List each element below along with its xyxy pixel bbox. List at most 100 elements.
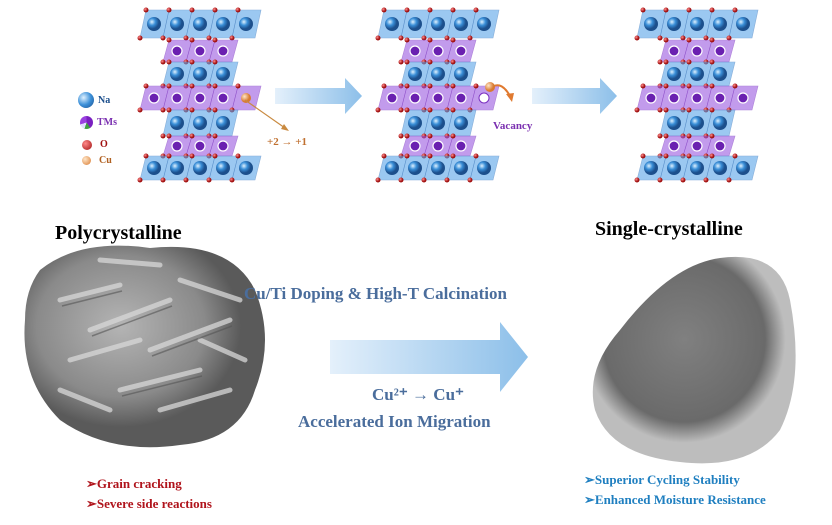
na-atom <box>147 161 161 175</box>
tm-atom <box>148 92 160 104</box>
na-atom <box>644 161 658 175</box>
o-atom <box>657 59 663 65</box>
na-atom <box>408 161 422 175</box>
poly-issue-item: ➢Severe side reactions <box>86 496 212 511</box>
o-atom <box>427 153 433 159</box>
o-atom <box>709 153 715 159</box>
o-atom <box>235 7 241 13</box>
na-atom <box>690 116 704 130</box>
tm-atom <box>668 92 680 104</box>
tm-atom <box>714 92 726 104</box>
legend-o-label: O <box>100 139 108 150</box>
o-atom <box>166 107 172 113</box>
o-atom <box>663 83 669 89</box>
o-atom <box>427 107 433 113</box>
legend-cu: Cu <box>82 155 112 166</box>
tm-atom <box>171 92 183 104</box>
na-atom <box>216 17 230 31</box>
na-atom <box>193 116 207 130</box>
na-atom <box>385 17 399 31</box>
o-atom <box>212 83 218 89</box>
o-atom <box>427 83 433 89</box>
o-atom <box>381 7 387 13</box>
o-atom <box>473 83 479 89</box>
tm-atom <box>432 140 444 152</box>
o-atom <box>657 107 663 113</box>
o-atom <box>404 59 410 65</box>
o-atom <box>634 177 640 183</box>
legend-na: Na <box>78 92 110 108</box>
o-atom <box>421 177 427 183</box>
o-atom <box>663 133 669 139</box>
legend-na-label: Na <box>98 94 111 106</box>
vacancy-site <box>478 92 490 104</box>
valence-change-label: +2 → +1 <box>267 136 308 148</box>
o-atom <box>235 83 241 89</box>
o-atom <box>235 153 241 159</box>
vacancy-arrow-head <box>506 93 514 102</box>
na-atom <box>170 17 184 31</box>
o-atom <box>381 83 387 89</box>
o-atom <box>166 59 172 65</box>
tm-atom <box>691 92 703 104</box>
o-atom <box>663 107 669 113</box>
na-atom <box>454 116 468 130</box>
o-atom <box>467 177 473 183</box>
o-atom <box>160 133 166 139</box>
o-atom <box>657 35 663 41</box>
o-atom <box>137 35 143 41</box>
na-atom <box>239 17 253 31</box>
o-atom <box>398 107 404 113</box>
o-atom <box>166 133 172 139</box>
o-atom <box>473 153 479 159</box>
o-atom <box>703 177 709 183</box>
o-atom <box>189 107 195 113</box>
tm-atom <box>171 140 183 152</box>
na-atom <box>713 17 727 31</box>
tm-atom <box>455 45 467 57</box>
o-atom <box>726 35 732 41</box>
tm-atom-icon <box>80 116 93 129</box>
o-atom <box>166 83 172 89</box>
o-atom <box>160 177 166 183</box>
tm-atom <box>194 45 206 57</box>
o-atom <box>663 37 669 43</box>
o-atom <box>640 83 646 89</box>
cu-atom <box>241 93 251 103</box>
tm-atom <box>691 45 703 57</box>
o-atom <box>189 7 195 13</box>
o-atom <box>450 107 456 113</box>
o-atom <box>229 35 235 41</box>
o-atom <box>381 153 387 159</box>
na-atom <box>216 161 230 175</box>
tm-atom <box>645 92 657 104</box>
polycrystalline-sem-image <box>24 245 265 448</box>
na-atom <box>713 161 727 175</box>
tm-atom <box>737 92 749 104</box>
process-bottom-label: Accelerated Ion Migration <box>298 412 491 431</box>
o-atom <box>709 133 715 139</box>
o-atom <box>212 7 218 13</box>
na-atom <box>239 161 253 175</box>
single-benefit-item: ➢Enhanced Moisture Resistance <box>584 492 766 507</box>
poly-issue-item: ➢Grain cracking <box>86 476 182 491</box>
o-atom <box>398 133 404 139</box>
o-atom <box>686 59 692 65</box>
process-top-label: Cu/Ti Doping & High-T Calcination <box>244 284 507 303</box>
na-atom <box>408 17 422 31</box>
o-atom <box>404 37 410 43</box>
single-benefit-item: ➢Superior Cycling Stability <box>584 472 740 487</box>
o-atom <box>189 59 195 65</box>
tm-atom <box>386 92 398 104</box>
o-atom <box>189 37 195 43</box>
tm-atom <box>217 45 229 57</box>
o-atom <box>473 7 479 13</box>
o-atom <box>160 35 166 41</box>
tm-atom <box>409 45 421 57</box>
o-atom <box>375 177 381 183</box>
o-atom <box>427 59 433 65</box>
o-atom <box>450 7 456 13</box>
o-atom <box>444 35 450 41</box>
o-atom <box>404 133 410 139</box>
tm-atom <box>691 140 703 152</box>
